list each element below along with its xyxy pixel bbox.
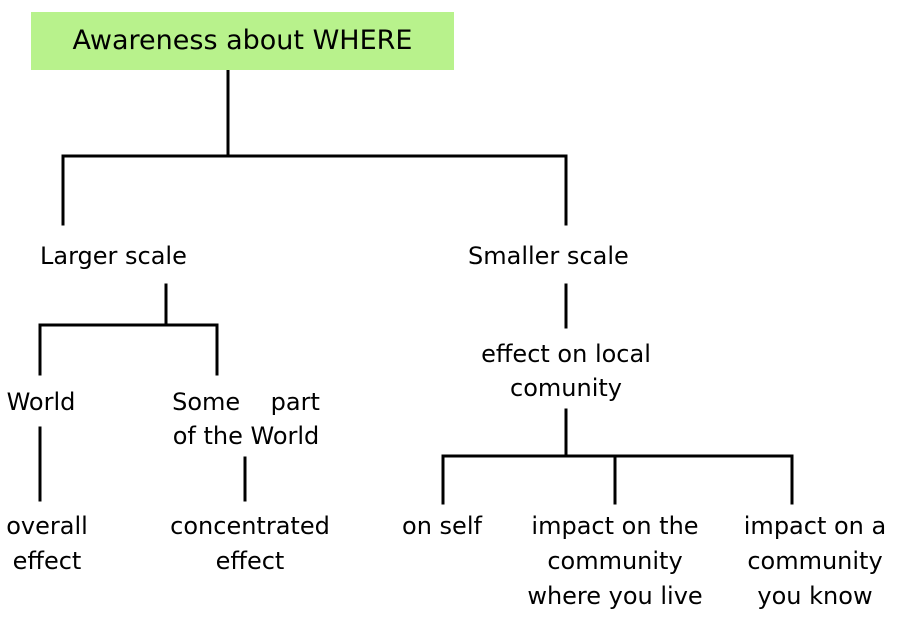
some-part-line-1: Some part <box>172 388 320 416</box>
you-know-line-2: community <box>747 547 883 575</box>
where-you-live-line-2: community <box>547 547 683 575</box>
root-node: Awareness about WHERE <box>31 12 454 70</box>
concentrated-effect-line-1: concentrated <box>170 512 330 540</box>
where-you-live-line-3: where you live <box>527 582 703 610</box>
on-self-node: on self <box>402 512 482 540</box>
smaller-scale-node: Smaller scale <box>468 242 629 270</box>
where-you-live-line-1: impact on the <box>531 512 699 540</box>
world-node: World <box>6 388 76 416</box>
overall-effect-line-2: effect <box>12 547 82 575</box>
local-community-line-1: effect on local <box>481 340 651 368</box>
concentrated-effect-line-2: effect <box>215 547 285 575</box>
you-know-line-1: impact on a <box>743 512 887 540</box>
overall-effect-line-1: overall <box>6 512 88 540</box>
local-community-line-2: comunity <box>510 374 622 402</box>
some-part-line-2: of the World <box>172 422 320 450</box>
you-know-line-3: you know <box>757 582 873 610</box>
larger-scale-node: Larger scale <box>40 242 187 270</box>
